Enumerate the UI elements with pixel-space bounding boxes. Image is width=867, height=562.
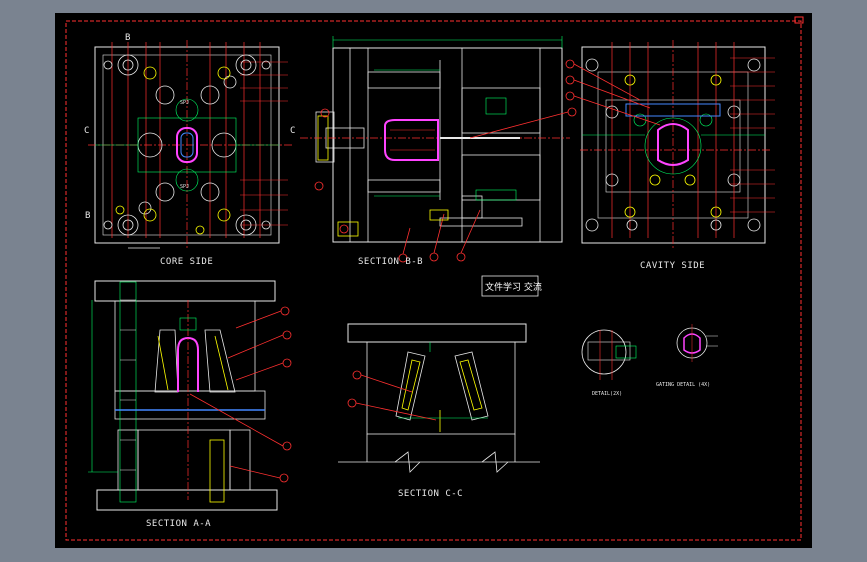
section-mark-c-left: C [84, 126, 90, 136]
note-box-text: 文件学习 交流 [485, 281, 542, 293]
cavity-side-view [565, 40, 775, 250]
svg-text:SPJ: SPJ [180, 184, 189, 190]
label-section-cc: SECTION C-C [398, 489, 463, 499]
drawing-border [65, 20, 802, 541]
svg-text:SPJ: SPJ [180, 100, 189, 106]
label-section-bb: SECTION B-B [358, 257, 423, 267]
detail-view [581, 329, 637, 380]
core-side-view: SPJ SPJ C C B B [84, 33, 296, 250]
note-box [481, 275, 539, 297]
section-mark-b: B [85, 211, 91, 221]
label-detail: DETAIL(2X) [592, 391, 622, 397]
section-aa-view [88, 280, 292, 511]
gating-detail-view [676, 324, 718, 362]
section-mark-c-right: C [290, 126, 296, 136]
label-gating-detail: GATING DETAIL (4X) [656, 382, 710, 388]
section-mark-b-top: B [125, 33, 131, 43]
label-cavity-side: CAVITY SIDE [640, 261, 705, 271]
section-bb-view [300, 36, 577, 263]
label-section-aa: SECTION A-A [146, 519, 211, 529]
border-corner-mark [794, 16, 804, 24]
label-core-side: CORE SIDE [160, 257, 213, 267]
section-cc-view [338, 323, 540, 473]
